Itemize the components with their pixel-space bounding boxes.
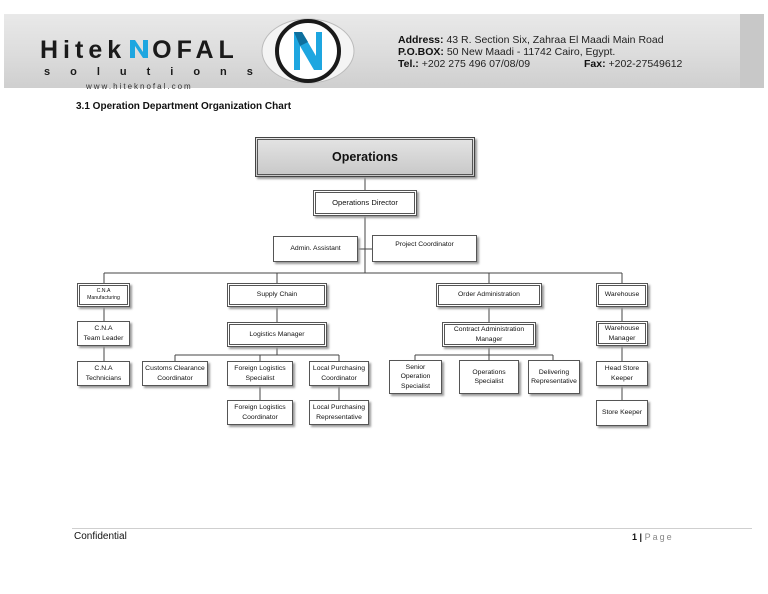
address-line: Address: 43 R. Section Six, Zahraa El Ma…: [398, 34, 664, 46]
logistics-manager-box: Logistics Manager: [227, 322, 327, 347]
company-logo: Hitek OFAL: [40, 36, 239, 65]
admin-assistant-box: Admin. Assistant: [273, 236, 358, 262]
warehouse-box: Warehouse: [596, 283, 648, 307]
logo-n-icon: [130, 40, 149, 58]
footer-divider: [72, 528, 752, 529]
footer-page-number: 1 | Page: [632, 532, 674, 542]
header-banner: Hitek OFAL solutions www.hiteknofal.com …: [4, 14, 764, 91]
footer-confidential: Confidential: [74, 531, 127, 542]
operations-box: Operations: [255, 137, 475, 177]
logo-text-right: OFAL: [152, 36, 239, 64]
store-keeper-box: Store Keeper: [596, 400, 648, 426]
banner-edge: [740, 14, 764, 88]
operations-director-box: Operations Director: [313, 190, 417, 216]
pobox-line: P.O.BOX: 50 New Maadi - 11742 Cairo, Egy…: [398, 46, 616, 58]
section-title: 3.1 Operation Department Organization Ch…: [76, 101, 292, 112]
order-administration-box: Order Administration: [436, 283, 542, 307]
logo-text-left: Hitek: [40, 36, 127, 64]
logo-url: www.hiteknofal.com: [86, 82, 193, 91]
supply-chain-box: Supply Chain: [227, 283, 327, 307]
project-coordinator-box: Project Coordinator: [372, 235, 477, 262]
contact-line: Tel.: +202 275 496 07/08/09 Fax: +202-27…: [398, 58, 683, 70]
logo-tagline: solutions: [44, 66, 273, 78]
logo-emblem-icon: [261, 18, 355, 84]
